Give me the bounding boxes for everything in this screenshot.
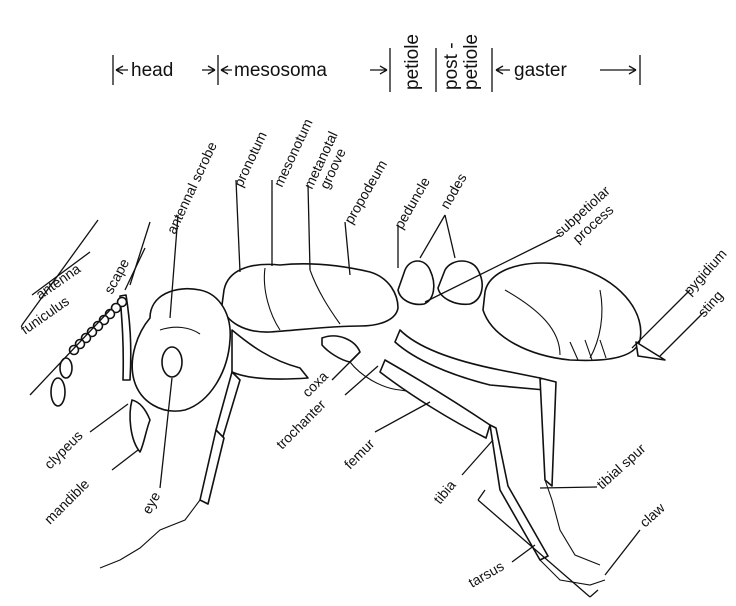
- hind-tarsus: [545, 480, 600, 565]
- head-outline: [132, 289, 230, 411]
- front-femur: [216, 372, 240, 440]
- femur-leader: [375, 402, 430, 432]
- tarsus-label: tarsus: [466, 558, 507, 591]
- clypeus-leader: [90, 404, 128, 432]
- claw-leader: [605, 530, 640, 575]
- funiculus-segments: [51, 298, 127, 407]
- trochanter-label: trochanter: [273, 396, 329, 452]
- mandible-label: mandible: [41, 475, 93, 527]
- mesosoma-outline: [222, 264, 398, 332]
- petiole-node: [398, 261, 434, 304]
- mesosoma-right-arrow: [370, 66, 387, 74]
- postpetiole-node: [438, 261, 482, 304]
- leader-lines: [22, 180, 704, 597]
- claw-label: claw: [636, 499, 668, 530]
- pronotum-leader: [236, 180, 240, 272]
- head-label: head: [131, 60, 173, 81]
- eye-shape: [162, 347, 182, 377]
- front-coxa: [232, 330, 308, 379]
- mesosoma-label: mesosoma: [234, 60, 327, 81]
- segment-header: head mesosoma petiole post - petiole gas…: [113, 34, 640, 92]
- metanotal-leader: [308, 185, 310, 270]
- postpetiole-label-bottom: petiole: [461, 34, 482, 90]
- petiole-label: petiole: [402, 34, 423, 90]
- head-right-arrow: [202, 66, 215, 74]
- scape-leader: [130, 222, 150, 285]
- tibia-leader: [462, 440, 493, 475]
- pygidium-label: pygidium: [680, 246, 729, 298]
- pygidium-leader: [632, 290, 690, 348]
- clypeus-label: clypeus: [41, 427, 86, 472]
- hind-tibia: [540, 378, 556, 486]
- sting-label: sting: [694, 287, 726, 320]
- mandible-shape: [130, 400, 150, 452]
- peduncle-label: peduncle: [391, 174, 433, 231]
- scape-shape: [120, 295, 131, 380]
- tibial-spur-label: tibial spur: [593, 440, 648, 492]
- tibial-spur-leader: [540, 487, 597, 488]
- gaster-outline: [483, 263, 641, 360]
- gaster-label: gaster: [514, 60, 567, 81]
- gaster-right-arrow: [600, 66, 636, 74]
- postpetiole-label-top: post -: [441, 42, 462, 90]
- pronotum-label: pronotum: [230, 129, 270, 189]
- tibia-label: tibia: [430, 477, 459, 507]
- propodeum-label: propodeum: [341, 157, 390, 226]
- sting-leader: [660, 312, 704, 356]
- ant-body: [51, 261, 665, 585]
- nodes-leader: [420, 215, 455, 258]
- scape-label: scape: [101, 256, 133, 297]
- head-left-arrow: [116, 66, 128, 74]
- femur-label: femur: [341, 435, 378, 472]
- tarsus-leader: [512, 545, 535, 562]
- antennal-scrobe-label: antennal scrobe: [163, 139, 220, 236]
- eye-label: eye: [139, 489, 164, 517]
- nodes-label: nodes: [437, 170, 470, 211]
- middle-tibia: [490, 425, 548, 560]
- gaster-left-arrow: [496, 66, 510, 74]
- sting-shape: [636, 342, 665, 360]
- mandible-leader: [112, 450, 138, 470]
- front-tibia: [200, 430, 224, 504]
- trochanter-leader: [345, 366, 378, 395]
- mesosoma-left-arrow: [221, 66, 232, 74]
